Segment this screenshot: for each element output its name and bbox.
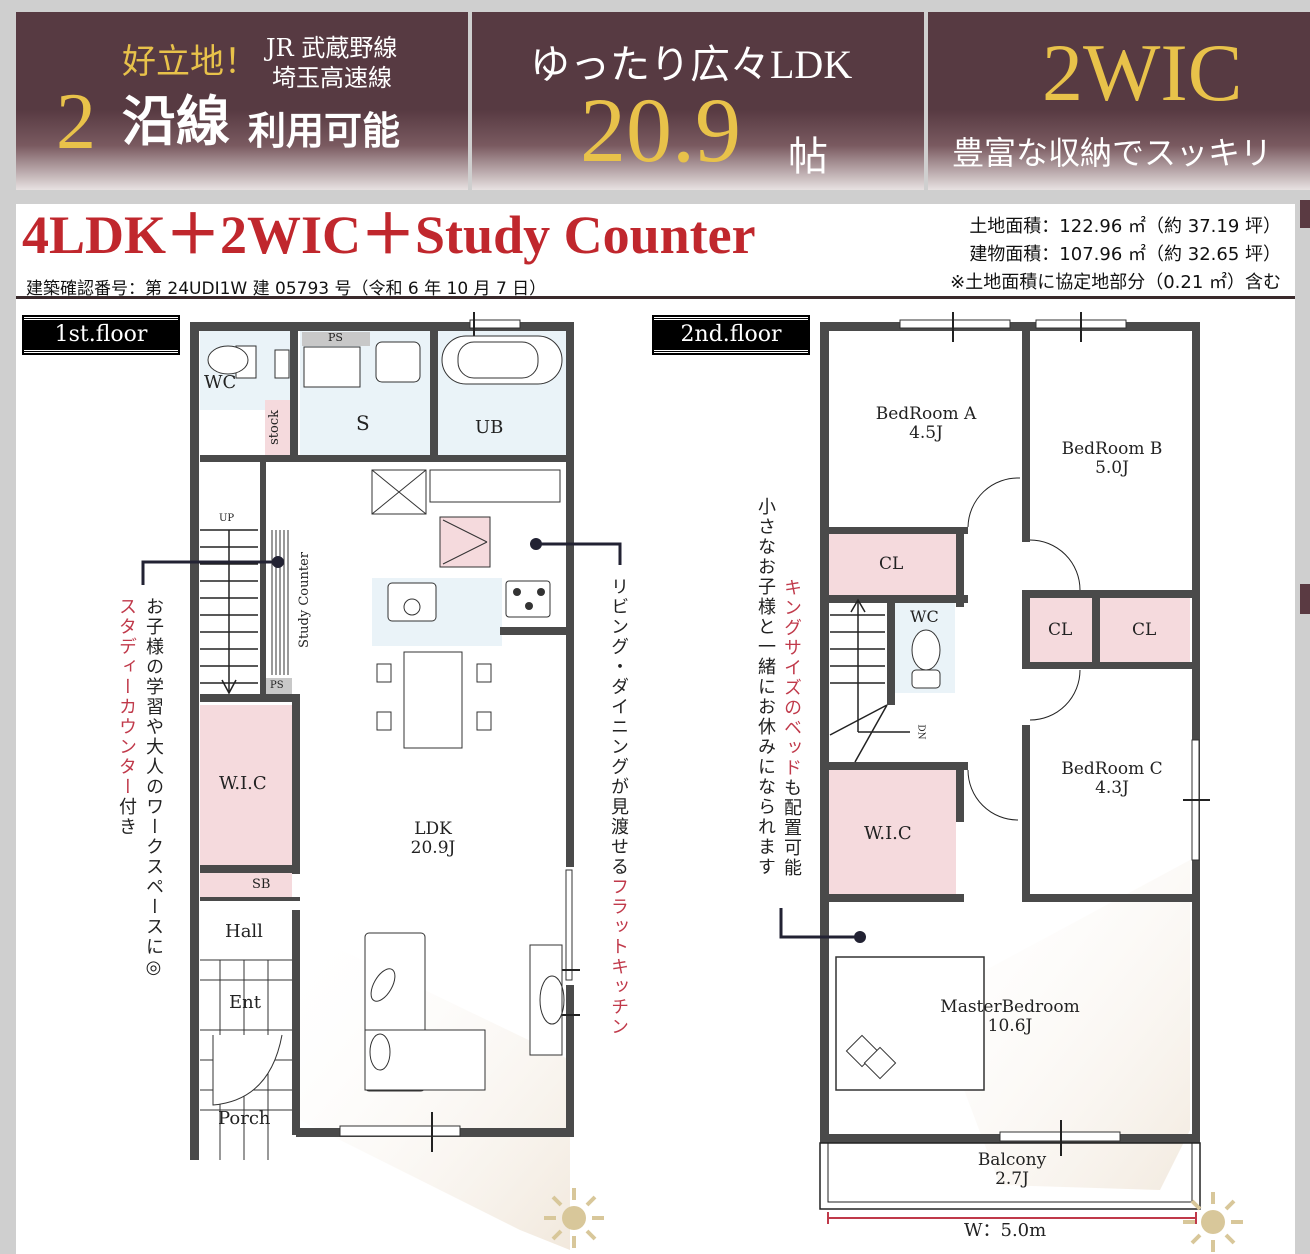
room-ps-top: PS — [328, 331, 343, 344]
width-dimension: W：5.0m — [964, 1220, 1047, 1241]
room-master-name: MasterBedroom — [940, 997, 1080, 1017]
stairs-down-label: DN — [915, 724, 926, 740]
room-wc-1f: WC — [204, 372, 237, 393]
building-area: 建物面積：107.96 ㎡（約 32.65 坪） — [969, 244, 1281, 265]
banner-panel-lines: 好立地！ JR 武蔵野線 埼玉高速線 2 沿線 利用可能 — [16, 12, 468, 190]
banner-panel-wic: 2WIC 豊富な収納でスッキリ — [928, 12, 1310, 190]
room-ent: Ent — [229, 992, 261, 1013]
banner-panel-ldk: ゆったり広々LDK 20.9 帖 — [472, 12, 924, 190]
room-cl-2: CL — [1048, 620, 1073, 640]
ldk-size: 20.9 — [580, 79, 741, 181]
room-hall: Hall — [225, 921, 263, 942]
wic-count: 2WIC — [1042, 27, 1243, 118]
kicker-text: 好立地！ — [122, 42, 258, 82]
lines-suffix: 利用可能 — [248, 108, 401, 153]
room-ps-mid: PS — [270, 680, 284, 691]
room-bedroom-a: BedRoom A 4.5J — [870, 405, 982, 442]
callout-master-red: キングサイズのベッド — [781, 578, 802, 778]
room-ldk-size: 20.9J — [410, 837, 456, 858]
room-bedroom-b: BedRoom B 5.0J — [1055, 440, 1169, 477]
floor-tag-1st: 1st.floor — [24, 317, 178, 353]
room-study-counter: Study Counter — [297, 552, 312, 648]
room-bedroom-b-name: BedRoom B — [1061, 439, 1163, 459]
callout-study-red-wrap: スタディーカウンター付き — [116, 597, 137, 837]
room-balcony: Balcony 2.7J — [972, 1151, 1052, 1188]
room-stock: stock — [267, 410, 282, 445]
room-cl-1: CL — [879, 554, 904, 574]
line-name-1: JR 武蔵野線 — [266, 34, 398, 62]
lines-count: 2 — [56, 78, 96, 166]
room-wc-2f: WC — [910, 607, 939, 626]
room-wic-2f: W.I.C — [864, 823, 912, 844]
next-panel-edge-2 — [1300, 584, 1310, 614]
feature-banner: 好立地！ JR 武蔵野線 埼玉高速線 2 沿線 利用可能 ゆったり広々LDK 2… — [16, 12, 1310, 190]
wic-subtext: 豊富な収納でスッキリ — [952, 134, 1273, 172]
room-bedroom-c: BedRoom C 4.3J — [1055, 760, 1169, 797]
room-balcony-name: Balcony — [977, 1150, 1047, 1170]
room-porch: Porch — [218, 1108, 271, 1129]
header-divider — [16, 296, 1295, 299]
room-ldk: LDK 20.9J — [405, 820, 461, 857]
ldk-heading: ゆったり広々LDK — [530, 42, 853, 87]
plan-title: 4LDK＋2WIC＋Study Counter — [22, 205, 756, 265]
callout-master-text: 小さなお子様と一緒にお休みになられます — [755, 497, 776, 877]
confirmation-number: 建築確認番号：第 24UDI1W 建 05793 号（令和 6 年 10 月 7… — [26, 279, 547, 299]
callout-kitchen-wrap: リビング・ダイニングが見渡せるフラットキッチン — [608, 577, 629, 1037]
area-note: ※土地面積に協定地部分（0.21 ㎡）含む — [950, 272, 1281, 293]
room-master-size: 10.6J — [987, 1015, 1033, 1036]
line-name-2: 埼玉高速線 — [272, 64, 392, 92]
room-cl-3: CL — [1132, 620, 1157, 640]
room-bedroom-c-size: 4.3J — [1095, 777, 1129, 798]
room-balcony-size: 2.7J — [995, 1168, 1029, 1189]
callout-study-red: スタディーカウンター — [116, 597, 137, 797]
next-panel-edge — [1300, 200, 1310, 228]
floor-tag-2nd: 2nd.floor — [654, 317, 808, 353]
room-master-bedroom: MasterBedroom 10.6J — [932, 998, 1088, 1035]
callout-master-red-wrap: キングサイズのベッドも配置可能 — [781, 578, 802, 878]
room-sb: SB — [252, 877, 271, 892]
ldk-unit: 帖 — [788, 134, 828, 180]
stairs-up-label: UP — [219, 513, 235, 524]
callout-study-tail: 付き — [116, 797, 137, 837]
room-bedroom-b-size: 5.0J — [1095, 457, 1129, 478]
floor-plan-sheet: 4LDK＋2WIC＋Study Counter 建築確認番号：第 24UDI1W… — [16, 204, 1295, 1254]
room-ub: UB — [475, 417, 504, 438]
room-s: S — [356, 411, 370, 435]
room-ldk-name: LDK — [414, 819, 452, 839]
callout-kitchen-red: フラットキッチン — [608, 877, 629, 1037]
callout-study-text: お子様の学習や大人のワークスペースに◎ — [143, 597, 164, 980]
lines-big-text: 沿線 — [122, 89, 230, 153]
room-bedroom-c-name: BedRoom C — [1061, 759, 1163, 779]
land-area: 土地面積：122.96 ㎡（約 37.19 坪） — [969, 216, 1281, 237]
room-wic-1f: W.I.C — [219, 773, 267, 794]
room-bedroom-a-name: BedRoom A — [875, 404, 977, 424]
callout-master-tail: も配置可能 — [781, 778, 802, 878]
callout-kitchen-text: リビング・ダイニングが見渡せる — [608, 577, 629, 877]
room-bedroom-a-size: 4.5J — [909, 422, 943, 443]
